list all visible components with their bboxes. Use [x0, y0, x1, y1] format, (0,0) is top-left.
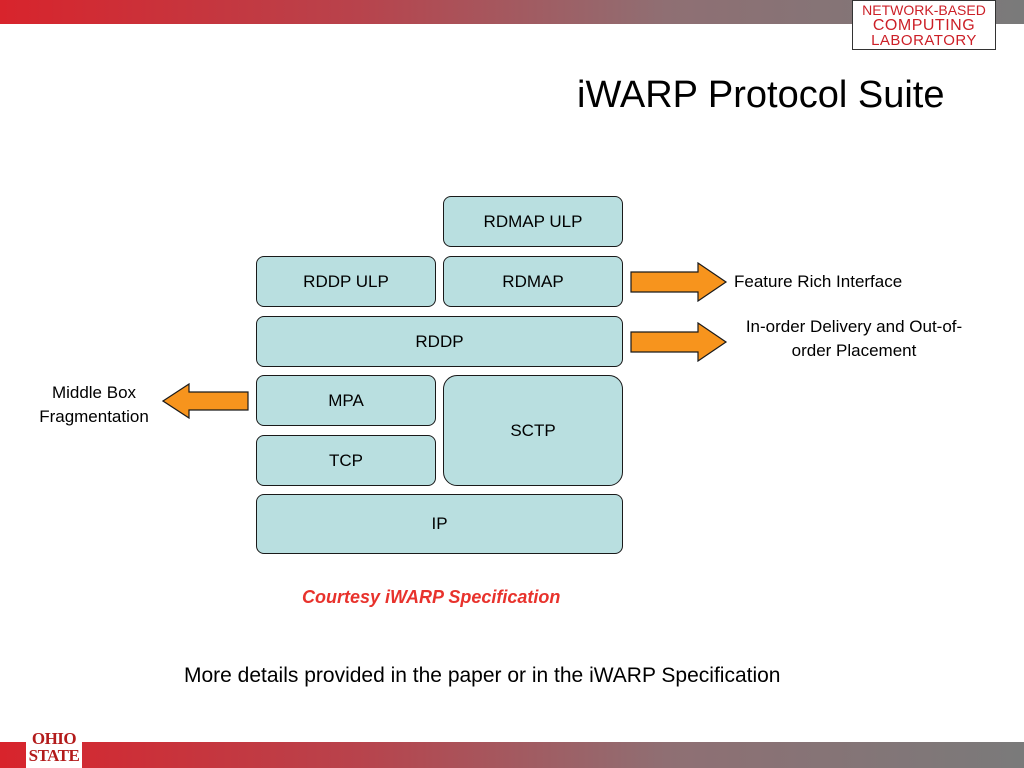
middle-box-fragmentation-label: Middle Box Fragmentation — [24, 381, 164, 429]
lab-logo-line-1: NETWORK-BASED — [862, 2, 986, 18]
rdmap-ulp-box: RDMAP ULP — [443, 196, 623, 247]
lab-logo-line-2: COMPUTING — [872, 17, 976, 34]
right-arrow-icon — [630, 262, 728, 302]
university-logo: OHIO STATE — [26, 727, 82, 768]
feature-rich-interface-label: Feature Rich Interface — [734, 272, 903, 291]
university-logo-line-1: OHIO — [31, 729, 77, 748]
left-arrow-icon — [162, 383, 249, 419]
university-logo-line-2: STATE — [28, 746, 80, 765]
in-order-delivery-line-2: order Placement — [791, 341, 917, 360]
rddp-ulp-box: RDDP ULP — [256, 256, 436, 307]
slide-title: iWARP Protocol Suite — [577, 74, 945, 116]
in-order-delivery-line-1: In-order Delivery and Out-of- — [745, 317, 963, 336]
middle-box-line-2: Fragmentation — [39, 407, 149, 426]
rddp-box: RDDP — [256, 316, 623, 367]
right-arrow-icon — [630, 322, 728, 362]
sctp-box: SCTP — [443, 375, 623, 486]
lab-logo-line-3: LABORATORY — [871, 32, 977, 49]
footnote-text: More details provided in the paper or in… — [184, 664, 781, 687]
middle-box-line-1: Middle Box — [51, 383, 137, 402]
in-order-delivery-label: In-order Delivery and Out-of- order Plac… — [724, 315, 984, 363]
lab-logo: NETWORK-BASED COMPUTING LABORATORY — [852, 0, 996, 50]
tcp-box: TCP — [256, 435, 436, 486]
courtesy-credit: Courtesy iWARP Specification — [302, 587, 561, 607]
bottom-banner — [0, 742, 1024, 768]
ip-box: IP — [256, 494, 623, 554]
rdmap-box: RDMAP — [443, 256, 623, 307]
mpa-box: MPA — [256, 375, 436, 426]
